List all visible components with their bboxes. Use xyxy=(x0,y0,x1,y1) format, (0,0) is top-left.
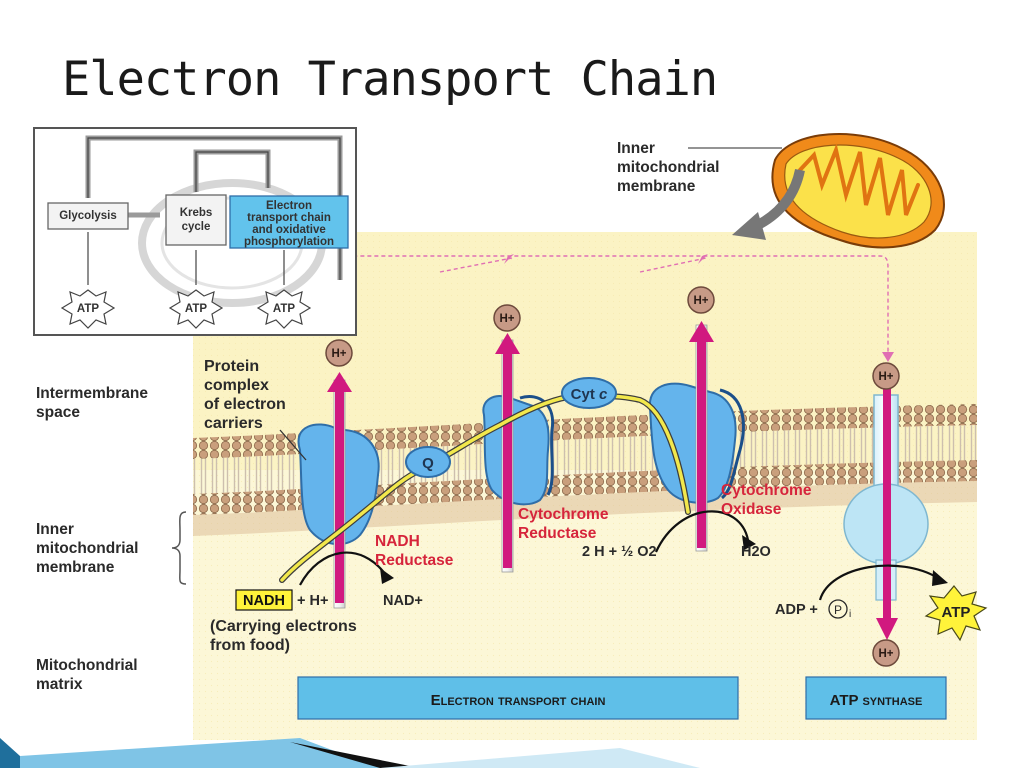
label-line: Reductase xyxy=(518,525,597,542)
mitochondrion-icon xyxy=(732,133,945,249)
inner-membrane-side-label: Inner mitochondrial membrane xyxy=(36,520,138,577)
label-line: NADH xyxy=(375,533,420,550)
nad-plus-label: NAD+ xyxy=(383,593,423,609)
two-h-label: 2 H + ½ O2 xyxy=(582,544,657,560)
label-line: Cytochrome xyxy=(518,506,609,523)
ubiquinone-q xyxy=(405,446,451,478)
atp-synthase-banner xyxy=(805,676,947,720)
label-line: Mitochondrial xyxy=(36,657,138,674)
h-plus-1: H+ xyxy=(331,348,346,360)
nadh-box xyxy=(235,589,293,611)
matrix-label: Mitochondrial matrix xyxy=(36,656,138,694)
label-line: carriers xyxy=(204,415,263,432)
intermembrane-space-label: Intermembrane space xyxy=(36,384,148,422)
slide-title: Electron Transport Chain xyxy=(62,52,718,107)
label-line: Cytochrome xyxy=(721,482,812,499)
nadh-reductase-label: NADH Reductase xyxy=(375,532,453,570)
inset-atp-1: ATP xyxy=(77,303,99,315)
protein-complex-label: Protein complex of electron carriers xyxy=(204,357,286,433)
h-plus-3: H+ xyxy=(693,295,708,307)
cytochrome-oxidase-label: Cytochrome Oxidase xyxy=(721,481,811,519)
pi-label: P xyxy=(834,603,842,617)
label-line: matrix xyxy=(36,676,83,693)
h-plus-5: H+ xyxy=(878,648,893,660)
label-line: Oxidase xyxy=(721,501,782,518)
cytochrome-reductase-label: Cytochrome Reductase xyxy=(518,505,608,543)
proton-pump-arrows xyxy=(327,321,898,640)
adp-label: ADP + xyxy=(775,602,818,618)
overview-inset xyxy=(33,127,357,336)
inset-krebs-1: Krebs xyxy=(180,207,213,219)
q-label: Q xyxy=(422,455,434,472)
label-line: complex xyxy=(204,377,269,394)
label-line: of electron xyxy=(204,396,286,413)
plus-h-label: + H+ xyxy=(297,593,328,609)
label-line: membrane xyxy=(617,178,696,195)
etc-banner-label: Electron transport chain xyxy=(431,692,606,709)
pi-subscript: i xyxy=(849,609,851,620)
inset-etc-1: Electron xyxy=(266,200,312,212)
inner-membrane-top-label: Inner mitochondrial membrane xyxy=(617,139,719,196)
label-line: space xyxy=(36,404,80,421)
membrane-bracket xyxy=(171,511,187,585)
inner-membrane-bilayer xyxy=(193,404,977,536)
cyt-c-label: Cyt c xyxy=(571,386,608,403)
label-line: mitochondrial xyxy=(36,540,139,557)
label-line: Inner xyxy=(617,140,655,157)
proton-bubbles xyxy=(325,286,900,667)
atp-product: ATP xyxy=(942,604,971,621)
cytochrome-oxidase-complex xyxy=(648,382,737,504)
cytochrome-reductase-complex xyxy=(482,395,550,506)
inset-etc-3: and oxidative xyxy=(252,224,326,236)
inset-krebs-2: cycle xyxy=(182,221,211,233)
proton-return-paths xyxy=(339,255,889,352)
label-line: Inner xyxy=(36,521,74,538)
label-line: Intermembrane xyxy=(36,385,148,402)
etc-banner xyxy=(297,676,739,720)
inset-atp-3: ATP xyxy=(273,303,295,315)
atp-synthase-banner-label: ATP synthase xyxy=(830,692,923,709)
h2o-label: H2O xyxy=(741,544,771,560)
cytochrome-c xyxy=(561,377,617,409)
h-plus-4: H+ xyxy=(878,371,893,383)
atp-starburst xyxy=(924,585,988,642)
h-plus-2: H+ xyxy=(499,313,514,325)
label-line: Reductase xyxy=(375,552,454,569)
inset-etc-4: phosphorylation xyxy=(244,236,334,248)
carrying-electrons-label: (Carrying electrons from food) xyxy=(210,617,357,655)
nadh-label: NADH xyxy=(243,593,285,609)
label-line: from food) xyxy=(210,637,290,654)
label-line: Protein xyxy=(204,358,260,375)
inset-atp-2: ATP xyxy=(185,303,207,315)
label-line: mitochondrial xyxy=(617,159,720,176)
inset-glycolysis: Glycolysis xyxy=(59,210,117,222)
reaction-arrows xyxy=(299,510,939,601)
slide-footer-decoration xyxy=(0,738,700,768)
label-line: membrane xyxy=(36,559,115,576)
inset-etc-2: transport chain xyxy=(247,212,331,224)
label-line: (Carrying electrons xyxy=(210,618,357,635)
